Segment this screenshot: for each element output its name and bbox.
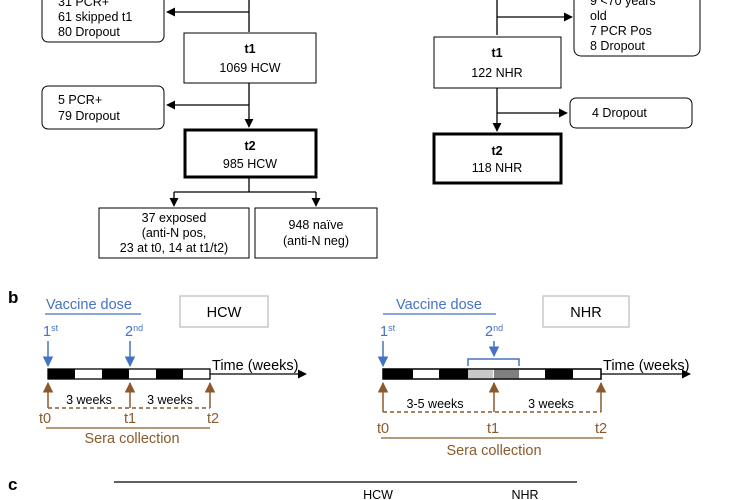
hcw-timeline: Vaccine dose HCW 1st 2nd Time (weeks) 3 …: [39, 295, 307, 447]
hcw-t1-label: t1: [124, 411, 136, 427]
nhr-dose2-bracket: [467, 358, 520, 366]
nhr-week-seg: [439, 369, 468, 379]
nhr-t1-count: 122 NHR: [471, 66, 522, 80]
nhr-t2-box: [432, 132, 563, 185]
hcw-exposed-line1: 37 exposed: [142, 211, 207, 225]
nhr-exclusion1-line4: 8 Dropout: [590, 39, 645, 53]
nhr-exclusion2-text: 4 Dropout: [592, 106, 647, 120]
nhr-interval1-label: 3-5 weeks: [407, 397, 464, 411]
nhr-exclusion1-box: [573, 0, 701, 57]
hcw-flow: 31 PCR+ 61 skipped t1 80 Dropout t1 1069…: [41, 0, 378, 259]
hcw-t1-box: [183, 32, 317, 84]
hcw-group-box: [179, 295, 269, 328]
nhr-sera-collection-label: Sera collection: [446, 443, 541, 459]
panel-c-label: c: [8, 475, 17, 494]
nhr-week-seg: [383, 369, 413, 379]
hcw-t2-box: [183, 128, 318, 179]
nhr-t0-label: t0: [377, 421, 389, 437]
hcw-exclusion1-line3: 80 Dropout: [58, 25, 120, 39]
hcw-exposed-line3: 23 at t0, 14 at t1/t2): [120, 241, 228, 255]
hcw-group-label: HCW: [207, 305, 242, 321]
hcw-t0-label: t0: [39, 411, 51, 427]
hcw-exclusion1-line1: 31 PCR+: [58, 0, 109, 9]
hcw-exposed-line2: (anti-N pos,: [142, 226, 207, 240]
panel-b-label: b: [8, 288, 18, 307]
nhr-exclusion1-line1: 9 <70 years: [590, 0, 656, 8]
hcw-naive-box: [254, 207, 378, 259]
hcw-t2-count: 985 HCW: [223, 157, 277, 171]
hcw-time-axis-label: Time (weeks): [212, 358, 298, 374]
hcw-exposed-box: [98, 207, 250, 259]
hcw-exclusion2-line1: 5 PCR+: [58, 93, 102, 107]
hcw-week-seg: [48, 369, 75, 379]
hcw-week-seg: [156, 369, 183, 379]
nhr-group-box: [542, 295, 630, 328]
hcw-exclusion2-line2: 79 Dropout: [58, 109, 120, 123]
panel-c-col-nhr: NHR: [511, 488, 538, 500]
nhr-t1-label: t1: [491, 46, 502, 60]
nhr-week-seg: [545, 369, 573, 379]
hcw-exclusion1-line2: 61 skipped t1: [58, 10, 132, 24]
hcw-exclusion1-box: [41, 0, 165, 43]
nhr-timeline: Vaccine dose NHR 1st 2nd Time (weeks) 3-…: [377, 295, 691, 459]
nhr-dose2-label: 2nd: [485, 323, 503, 340]
hcw-sera-collection-label: Sera collection: [84, 431, 179, 447]
nhr-t2-count: 118 NHR: [472, 161, 522, 175]
nhr-flow: 9 <70 years old 7 PCR Pos 8 Dropout t1 1…: [432, 0, 701, 185]
hcw-t2-label: t2: [244, 139, 255, 153]
nhr-exclusion2-box: [569, 97, 693, 129]
nhr-time-axis-label: Time (weeks): [603, 358, 689, 374]
hcw-t1-label: t1: [244, 42, 255, 56]
hcw-week-seg: [102, 369, 129, 379]
hcw-dose1-label: 1st: [43, 323, 59, 340]
hcw-naive-line2: (anti-N neg): [283, 234, 349, 248]
nhr-t2-label: t2: [491, 144, 502, 158]
nhr-week-seg-light: [468, 369, 493, 379]
nhr-vaccine-dose-label: Vaccine dose: [396, 297, 482, 313]
hcw-dose2-label: 2nd: [125, 323, 143, 340]
hcw-naive-line1: 948 naïve: [289, 218, 344, 232]
hcw-t1-count: 1069 HCW: [219, 61, 280, 75]
nhr-t2-label: t2: [595, 421, 607, 437]
nhr-interval2-label: 3 weeks: [528, 397, 574, 411]
hcw-interval2-label: 3 weeks: [147, 393, 193, 407]
nhr-week-seg-dark: [494, 369, 519, 379]
panel-c-col-hcw: HCW: [363, 488, 393, 500]
nhr-t1-box: [433, 36, 562, 89]
nhr-exclusion1-line2: old: [590, 9, 607, 23]
nhr-exclusion1-line3: 7 PCR Pos: [590, 24, 652, 38]
hcw-t2-label: t2: [207, 411, 219, 427]
hcw-vaccine-dose-label: Vaccine dose: [46, 297, 132, 313]
nhr-dose1-label: 1st: [380, 323, 396, 340]
nhr-t1-label: t1: [487, 421, 499, 437]
hcw-interval1-label: 3 weeks: [66, 393, 112, 407]
nhr-group-label: NHR: [570, 305, 601, 321]
hcw-exclusion2-box: [41, 85, 165, 130]
